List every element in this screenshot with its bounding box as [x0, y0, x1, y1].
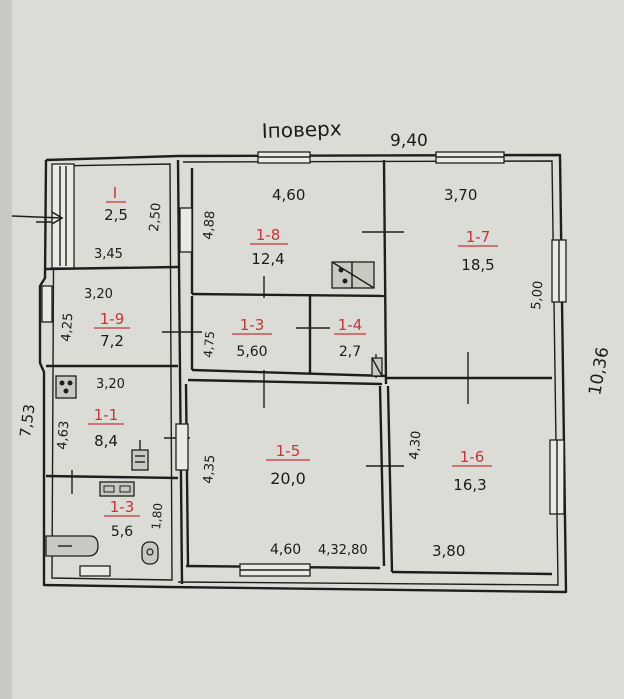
- room-dim-height: 4,75: [201, 330, 217, 358]
- window-inner-1-5: [175, 423, 189, 471]
- sink-icon: [131, 449, 149, 471]
- room-dim-width: 4,60: [272, 186, 305, 204]
- overall-width-dim: 9,40: [390, 131, 428, 151]
- room-dim-height: 1,80: [149, 502, 165, 530]
- room-dim-width: 3,70: [444, 186, 477, 204]
- stove-icon: [331, 261, 375, 289]
- toilet-icon: [141, 541, 159, 565]
- room-dim-height: 2,50: [147, 202, 164, 232]
- room-area: 5,60: [236, 344, 267, 360]
- room-area: 18,5: [461, 256, 494, 274]
- room-number: 1-7: [466, 228, 491, 246]
- room-dim-width: 3,20: [84, 287, 113, 302]
- room-area: 20,0: [270, 469, 306, 488]
- room-dim-width: 3,45: [94, 247, 123, 262]
- window-left: [41, 285, 53, 323]
- room-1-7: 3,70 1-7 18,5 5,00: [444, 186, 547, 310]
- room-dim-height: 4,25: [59, 312, 76, 342]
- interior-walls: [45, 159, 553, 585]
- bottom-mid-dim: 4,32,80: [318, 543, 368, 558]
- room-1-3a: 4,75 1-3 5,60: [201, 316, 272, 360]
- chimney-icon: [371, 357, 383, 377]
- room-area: 16,3: [453, 476, 486, 494]
- room-area: 12,4: [251, 250, 284, 268]
- stove-small-icon: [55, 375, 77, 399]
- room-area: 7,2: [100, 332, 124, 350]
- room-dim-height: 4,88: [201, 210, 218, 240]
- room-1-9: 3,20 4,25 1-9 7,2: [59, 287, 130, 350]
- windows: [41, 151, 567, 577]
- room-number: 1-8: [256, 226, 281, 244]
- room-area: 5,6: [111, 524, 133, 540]
- room-dim-height: 4,30: [407, 430, 424, 460]
- room-1-8: 4,60 4,88 1-8 12,4: [201, 186, 305, 268]
- room-dim-width: 3,80: [432, 542, 465, 560]
- room-1-3b: 1-3 5,6 1,80: [104, 498, 165, 540]
- room-number: 1-3: [110, 498, 135, 516]
- room-area: 2,5: [104, 206, 128, 224]
- window-bottom-left: [79, 565, 111, 577]
- room-1-6: 4,30 1-6 16,3 3,80: [407, 430, 492, 560]
- window-inner-1-8: [179, 207, 193, 253]
- room-1-1: 3,20 4,63 1-1 8,4: [55, 377, 125, 450]
- height-left-dim: 7,53: [16, 403, 38, 439]
- bathtub-icon: [45, 535, 99, 557]
- room-number: 1-5: [276, 442, 301, 460]
- paper-edge: [0, 0, 12, 699]
- entry-door-frame: [51, 163, 75, 269]
- floor-label: Іповерх: [261, 116, 342, 143]
- room-dim-height: 5,00: [529, 280, 546, 310]
- room-number: 1-1: [94, 406, 119, 424]
- room-number: 1-9: [100, 310, 125, 328]
- room-dim-width: 4,60: [270, 542, 301, 558]
- room-area: 2,7: [339, 344, 361, 360]
- room-1-2: I 2,5 2,50 3,45: [94, 184, 165, 262]
- room-number: I: [113, 184, 117, 202]
- room-dim-height: 4,63: [55, 420, 72, 450]
- outer-walls: [38, 153, 568, 594]
- fixtures: [11, 211, 383, 565]
- room-dim-width: 3,20: [96, 377, 125, 392]
- room-number: 1-4: [338, 316, 363, 334]
- room-1-5: 4,35 1-5 20,0 4,60 4,32,80: [201, 442, 368, 558]
- washbasin-icon: [99, 481, 135, 497]
- room-area: 8,4: [94, 432, 118, 450]
- entrance-arrow-icon: [11, 211, 64, 225]
- room-number: 1-6: [460, 448, 485, 466]
- room-1-4: 1-4 2,7: [334, 316, 366, 360]
- room-dim-height: 4,35: [201, 454, 218, 484]
- room-number: 1-3: [240, 316, 265, 334]
